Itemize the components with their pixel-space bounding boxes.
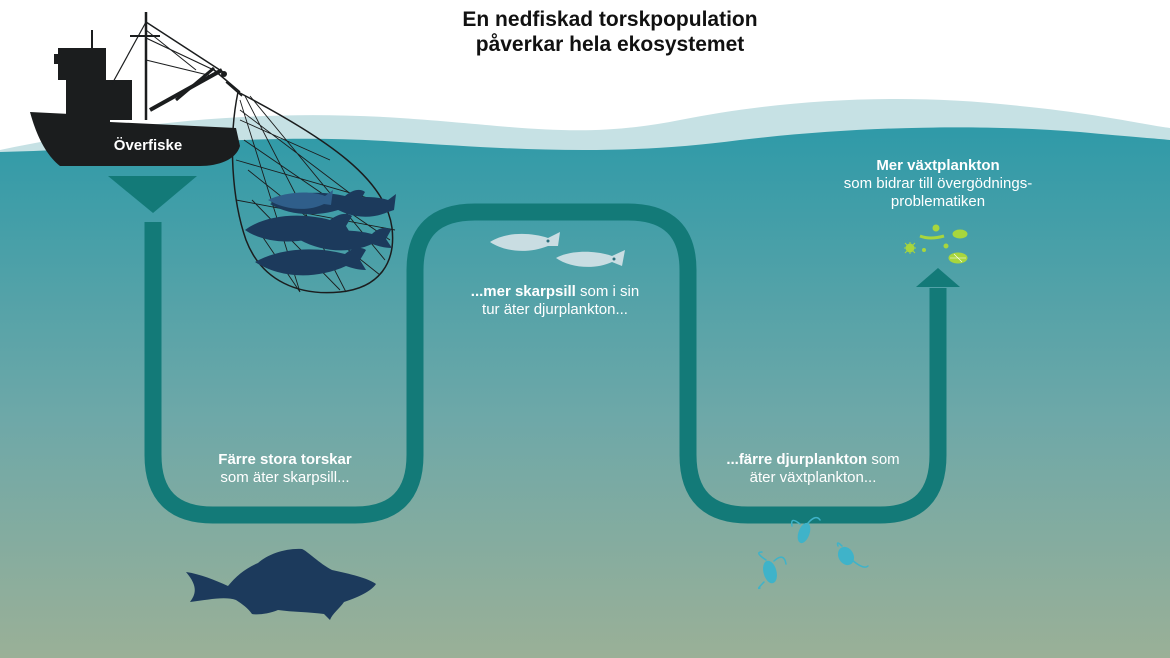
sprat-step-bold: ...mer skarpsill — [470, 283, 576, 300]
sprat-step-rest-2: tur äter djurplankton... — [482, 301, 628, 318]
zooplankton-2 — [757, 551, 787, 590]
zooplankton-step-label: ...färre djurplankton som äter växtplank… — [698, 451, 928, 487]
fishing-net — [213, 69, 396, 294]
overfishing-label: Överfiske — [113, 137, 183, 154]
phytoplankton-step-rest-1: som bidrar till övergödnings- — [843, 175, 1033, 192]
cod-step-rest: som äter skarpsill... — [220, 469, 350, 486]
phytoplankton-group — [904, 224, 968, 264]
zooplankton-1 — [790, 516, 821, 544]
start-funnel — [108, 176, 197, 213]
boat-hull — [30, 112, 240, 166]
sprat-step-label: ...mer skarpsill som i sin tur äter djur… — [440, 283, 670, 319]
phytoplankton-step-label: Mer växtplankton som bidrar till övergöd… — [808, 157, 1068, 211]
title-line-2: påverkar hela ekosystemet — [475, 32, 745, 56]
zooplankton-3 — [836, 542, 869, 568]
caught-sprat — [268, 190, 333, 209]
caught-cod-5 — [330, 194, 396, 217]
zooplankton-group — [757, 516, 869, 590]
phytoplankton-step-bold: Mer växtplankton — [876, 157, 1000, 174]
zooplankton-step-bold: ...färre djurplankton — [726, 451, 868, 468]
zooplankton-step-rest-1: som — [867, 451, 900, 468]
caught-cod-3 — [255, 247, 366, 276]
phytoplankton-cell-2 — [952, 229, 968, 239]
phytoplankton-step-rest-2: problematiken — [890, 193, 986, 210]
sprat-2 — [556, 250, 625, 267]
cod-step-label: Färre stora torskar som äter skarpsill..… — [180, 451, 390, 487]
phytoplankton-chain — [919, 234, 945, 240]
fishing-boat — [30, 12, 240, 166]
sprat-step-rest-1: som i sin — [575, 283, 640, 300]
title-line-1: En nedfiskad torskpopulation — [462, 8, 758, 31]
end-arrowhead — [916, 268, 960, 287]
zooplankton-step-rest-2: äter växtplankton... — [749, 469, 877, 486]
cod-step-bold: Färre stora torskar — [218, 451, 352, 468]
cycle-path — [144, 203, 947, 524]
sprat-group — [490, 232, 625, 267]
cod-fish — [186, 548, 376, 620]
sprat-1 — [490, 232, 560, 251]
caught-cod-4 — [300, 227, 392, 251]
main-title: En nedfiskad torskpopulation påverkar he… — [300, 8, 920, 57]
